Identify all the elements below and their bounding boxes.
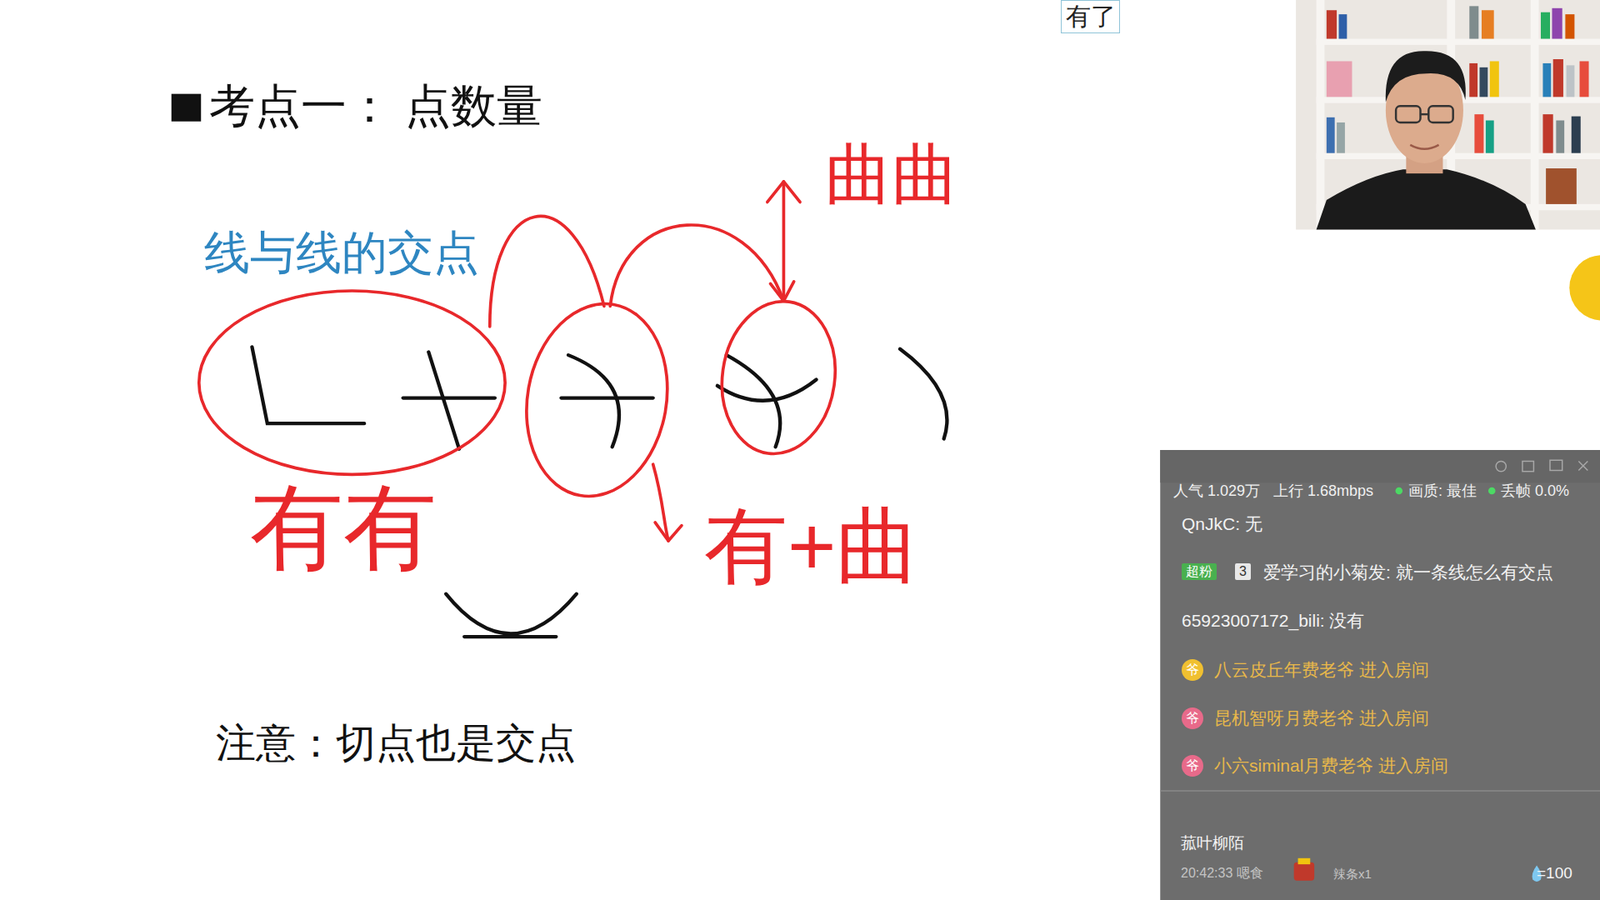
enter-notice: 昆机智呀月费老爷 进入房间	[1214, 709, 1430, 727]
side-button	[1569, 255, 1600, 320]
handwritten-note: 有+曲	[704, 504, 920, 588]
stat-text: 丢帧 0.0%	[1500, 483, 1570, 499]
webcam-view	[1295, 0, 1600, 230]
chat-panel-background	[1160, 450, 1600, 900]
title-bullet	[171, 94, 202, 122]
note-text: 注意：切点也是交点	[215, 723, 576, 764]
fan-badge: 超粉	[1181, 563, 1217, 580]
badge-level: 3	[1235, 563, 1251, 580]
chat-message: 65923007172_bili: 没有	[1181, 611, 1365, 630]
tag-text: 有了	[1065, 4, 1116, 30]
chat-panel: 人气 1.029万上行 1.68mbps 画质: 最佳 丢帧 0.0% QnJkC: …	[1160, 450, 1600, 900]
vip-icon: 爷	[1181, 707, 1204, 730]
stat-text: 画质: 最佳	[1408, 483, 1477, 499]
handwritten-note: 有有	[250, 481, 437, 575]
stat-text: 人气 1.029万	[1173, 483, 1260, 499]
gift-time: 20:42:33 嗯食	[1180, 866, 1264, 880]
handwritten-note: 曲曲	[825, 141, 959, 209]
floating-tag: 有了	[1060, 0, 1120, 34]
slide-title: 考点一： 点数量	[209, 83, 543, 130]
gift-sender: 菰叶柳陌	[1180, 835, 1245, 851]
gift-name: 辣条x1	[1333, 867, 1372, 880]
chat-message: 爱学习的小菊发: 就一条线怎么有交点	[1263, 563, 1554, 581]
enter-notice: 八云皮丘年费老爷 进入房间	[1214, 660, 1430, 679]
vip-icon: 爷	[1181, 755, 1204, 777]
section-heading: 线与线的交点	[204, 230, 480, 276]
stat-text: 上行 1.68mbps	[1273, 483, 1374, 499]
gift-value: =100	[1536, 865, 1573, 881]
vip-icon: 爷	[1181, 659, 1204, 681]
enter-notice: 小六siminal月费老爷 进入房间	[1214, 756, 1449, 775]
chat-message: QnJkC: 无	[1181, 515, 1263, 533]
